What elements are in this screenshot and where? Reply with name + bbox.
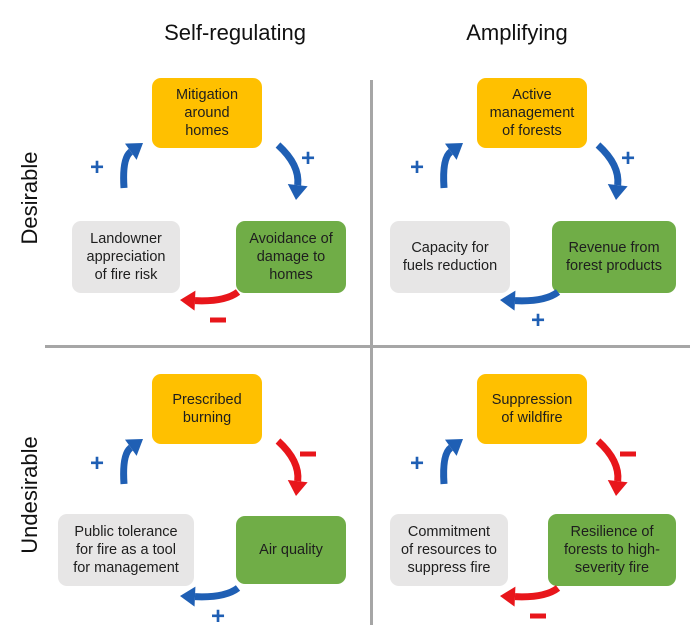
box-landowner-appreciation: Landowner appreciation of fire risk bbox=[72, 221, 180, 293]
top_right-right-down-arrow-shaft bbox=[595, 142, 622, 186]
bottom_left-left-up-sign: + bbox=[90, 450, 104, 477]
top_right-left-up-arrow-shaft bbox=[440, 148, 454, 189]
top_right-right-down-arrow-head bbox=[607, 183, 628, 200]
top_left-bottom-arrow-head bbox=[180, 290, 196, 311]
box-revenue-from-forest-products: Revenue from forest products bbox=[552, 221, 676, 293]
bottom_left-left-up-arrow-head bbox=[124, 439, 143, 456]
bottom_right-bottom-arrow-head bbox=[500, 586, 516, 607]
box-public-tolerance: Public tolerance for fire as a tool for … bbox=[58, 514, 194, 586]
top_right-bottom-arrow-head bbox=[500, 290, 516, 311]
top_right-bottom-arrow-shaft bbox=[514, 289, 561, 305]
top_right-right-down-sign: + bbox=[621, 145, 635, 172]
column-title-self-regulating: Self-regulating bbox=[164, 20, 306, 45]
bottom_left-left-up-arrow-shaft bbox=[120, 444, 134, 485]
box-commitment-of-resources: Commitment of resources to suppress fire bbox=[390, 514, 508, 586]
column-title-amplifying: Amplifying bbox=[466, 20, 568, 45]
box-capacity-for-fuels-reduction: Capacity for fuels reduction bbox=[390, 221, 510, 293]
top_left-right-down-arrow-shaft bbox=[275, 142, 302, 186]
bottom_right-left-up-arrow-shaft bbox=[440, 444, 454, 485]
bottom_right-right-down-arrow-head bbox=[607, 479, 628, 496]
top_right-left-up-sign: + bbox=[410, 154, 424, 181]
bottom_right-left-up-sign: + bbox=[410, 450, 424, 477]
top_left-right-down-arrow-head bbox=[287, 183, 308, 200]
box-mitigation-around-homes: Mitigation around homes bbox=[152, 78, 262, 148]
top_right-bottom-sign: + bbox=[531, 307, 545, 334]
box-prescribed-burning: Prescribed burning bbox=[152, 374, 262, 444]
top_left-left-up-sign: + bbox=[90, 154, 104, 181]
vertical-divider bbox=[370, 80, 373, 625]
top_left-bottom-sign bbox=[210, 317, 226, 323]
top_left-left-up-arrow-shaft bbox=[120, 148, 134, 189]
bottom_left-bottom-arrow-shaft bbox=[194, 585, 241, 601]
bottom_right-bottom-sign bbox=[530, 613, 546, 619]
box-avoidance-of-damage: Avoidance of damage to homes bbox=[236, 221, 346, 293]
bottom_right-left-up-arrow-head bbox=[444, 439, 463, 456]
top_left-right-down-sign: + bbox=[301, 145, 315, 172]
top_left-left-up-arrow-head bbox=[124, 143, 143, 160]
bottom_left-right-down-arrow-head bbox=[287, 479, 308, 496]
bottom_left-bottom-arrow-head bbox=[180, 586, 196, 607]
top_right-left-up-arrow-head bbox=[444, 143, 463, 160]
box-air-quality: Air quality bbox=[236, 516, 346, 584]
bottom_right-right-down-sign bbox=[620, 451, 636, 457]
box-suppression-of-wildfire: Suppression of wildfire bbox=[477, 374, 587, 444]
bottom_right-right-down-arrow-shaft bbox=[595, 438, 622, 482]
top_left-bottom-arrow-shaft bbox=[194, 289, 241, 305]
bottom_right-bottom-arrow-shaft bbox=[514, 585, 561, 601]
bottom_left-bottom-sign: + bbox=[211, 603, 225, 630]
box-active-management-of-forests: Active management of forests bbox=[477, 78, 587, 148]
box-resilience-of-forests: Resilience of forests to high- severity … bbox=[548, 514, 676, 586]
bottom_left-right-down-sign bbox=[300, 451, 316, 457]
bottom_left-right-down-arrow-shaft bbox=[275, 438, 302, 482]
horizontal-divider bbox=[45, 345, 690, 348]
